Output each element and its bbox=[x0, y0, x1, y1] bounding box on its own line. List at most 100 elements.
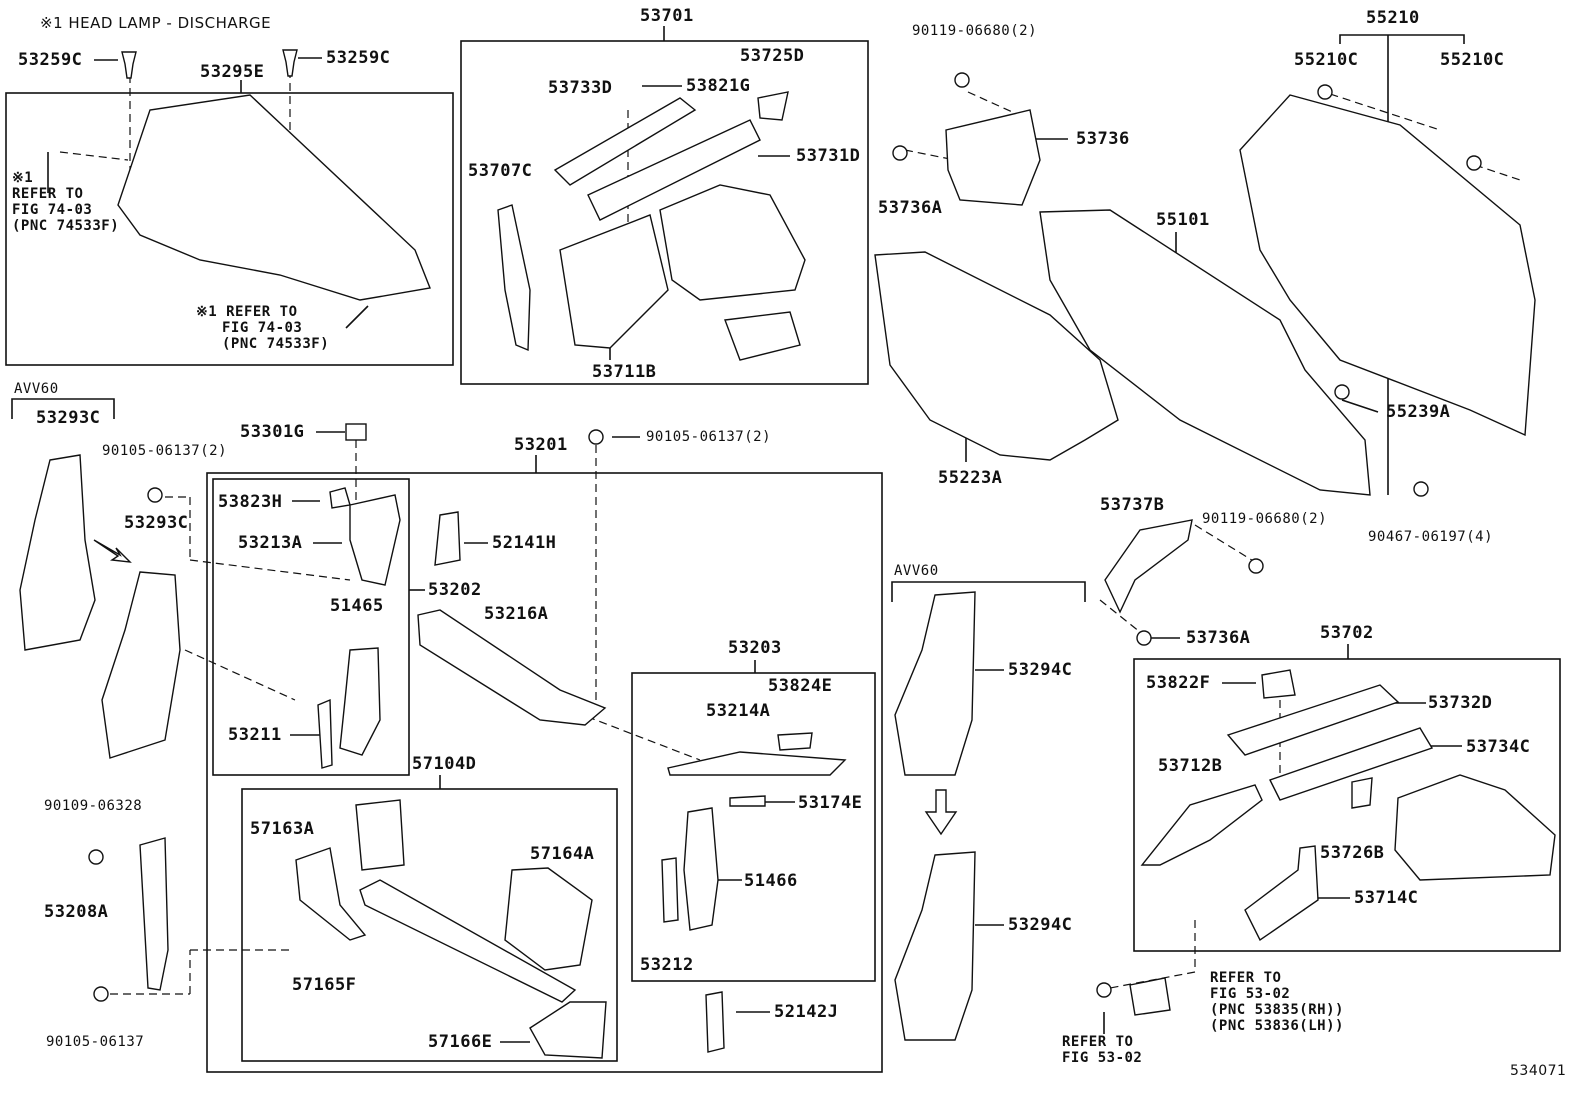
dashed-line bbox=[184, 649, 296, 701]
box-53702 bbox=[1133, 658, 1561, 952]
callout-55239A: 55239A bbox=[1386, 402, 1451, 422]
bolt-90105-b bbox=[588, 429, 604, 445]
callout-90109-06328: 90109-06328 bbox=[44, 798, 143, 814]
note-refer-1: ※1 REFER TO FIG 74-03 (PNC 74533F) bbox=[12, 170, 119, 234]
part-53726B bbox=[1351, 777, 1373, 809]
leader-line bbox=[345, 305, 369, 329]
box-53203 bbox=[631, 672, 876, 982]
callout-53712B: 53712B bbox=[1158, 756, 1223, 776]
callout-53293C: 53293C bbox=[124, 513, 189, 533]
part-53294C-a bbox=[894, 591, 976, 776]
callout-53726B: 53726B bbox=[1320, 843, 1385, 863]
clip-53736A-b bbox=[1136, 630, 1152, 646]
callout-57166E: 57166E bbox=[428, 1032, 493, 1052]
dashed-line bbox=[1317, 89, 1441, 131]
part-57104D-crossmember bbox=[359, 879, 577, 1003]
note-refer-4: REFER TO FIG 53-02 bbox=[1062, 1034, 1142, 1066]
callout-57104D: 57104D bbox=[412, 754, 477, 774]
part-53208A bbox=[139, 837, 169, 991]
dashed-line bbox=[1194, 524, 1256, 563]
part-53824E bbox=[777, 732, 813, 751]
part-52142J bbox=[705, 991, 725, 1053]
callout-90105-06137: 90105-06137(2) bbox=[102, 443, 228, 459]
part-57164A bbox=[504, 867, 593, 971]
callout-53293C: 53293C bbox=[36, 408, 101, 428]
callout-53174E: 53174E bbox=[798, 793, 863, 813]
callout-53214A: 53214A bbox=[706, 701, 771, 721]
note-line: REFER TO bbox=[1062, 1034, 1134, 1050]
callout-55210C: 55210C bbox=[1294, 50, 1359, 70]
bolt-90119-b bbox=[1248, 558, 1264, 574]
part-53734C bbox=[1269, 727, 1434, 801]
callout-53201: 53201 bbox=[514, 435, 568, 455]
part-53174E bbox=[729, 795, 766, 807]
callout-53259C: 53259C bbox=[326, 48, 391, 68]
dashed-line bbox=[904, 149, 956, 161]
bolt-90467 bbox=[1413, 481, 1429, 497]
part-53293C-a bbox=[19, 454, 96, 651]
box-53201 bbox=[206, 472, 883, 1073]
bracket-avv60-right bbox=[891, 581, 1086, 602]
callout-55210C: 55210C bbox=[1440, 50, 1505, 70]
callout-90467-06197: 90467-06197(4) bbox=[1368, 529, 1494, 545]
note-line: ※1 REFER TO bbox=[196, 304, 298, 320]
note-refer-2: ※1 REFER TO FIG 74-03 (PNC 74533F) bbox=[196, 304, 329, 352]
part-apron-lower bbox=[1394, 774, 1556, 881]
part-53736 bbox=[945, 109, 1041, 206]
callout-52142J: 52142J bbox=[774, 1002, 839, 1022]
callout-51465: 51465 bbox=[330, 596, 384, 616]
callout-53216A: 53216A bbox=[484, 604, 549, 624]
callout-53736: 53736 bbox=[1076, 129, 1130, 149]
box-57104D bbox=[241, 788, 618, 1062]
part-53259C-clip bbox=[121, 51, 137, 79]
bolt-90109 bbox=[88, 849, 104, 865]
note-line: (PNC 74533F) bbox=[12, 218, 120, 235]
callout-52141H: 52141H bbox=[492, 533, 557, 553]
arrow-53294C bbox=[924, 789, 958, 836]
part-53295E-headlamp-cover bbox=[117, 94, 431, 301]
callout-53203: 53203 bbox=[728, 638, 782, 658]
callout-55223A: 55223A bbox=[938, 468, 1003, 488]
leader-line bbox=[1341, 399, 1379, 413]
callout-53733D: 53733D bbox=[548, 78, 613, 98]
part-52141H bbox=[434, 511, 461, 566]
callout-57165F: 57165F bbox=[292, 975, 357, 995]
bolt-90105-a bbox=[147, 487, 163, 503]
dashed-line bbox=[189, 559, 351, 581]
part-53711B bbox=[559, 214, 669, 349]
callout-53725D: 53725D bbox=[740, 46, 805, 66]
callout-57163A: 57163A bbox=[250, 819, 315, 839]
clip-55210C-a bbox=[1317, 84, 1333, 100]
part-53714C bbox=[1244, 845, 1319, 942]
note-refer-3: REFER TO FIG 53-02 (PNC 53835(RH)) (PNC … bbox=[1210, 970, 1344, 1034]
part-53733D bbox=[553, 97, 697, 186]
part-53301G-grommet bbox=[345, 423, 367, 441]
callout-90119-06680: 90119-06680(2) bbox=[1202, 511, 1328, 527]
part-53822F bbox=[1261, 669, 1296, 699]
part-53213A bbox=[349, 494, 401, 586]
callout-53295E: 53295E bbox=[200, 62, 265, 82]
callout-53731D: 53731D bbox=[796, 146, 861, 166]
dashed-line bbox=[1474, 164, 1521, 181]
callout-53734C: 53734C bbox=[1466, 737, 1531, 757]
bracket-53293C bbox=[11, 398, 115, 419]
callout-53259C: 53259C bbox=[18, 50, 83, 70]
callout-53736A: 53736A bbox=[878, 198, 943, 218]
callout-53737B: 53737B bbox=[1100, 495, 1165, 515]
callout-53711B: 53711B bbox=[592, 362, 657, 382]
note-line: (PNC 74533F) bbox=[222, 336, 330, 353]
part-53294C-b bbox=[894, 851, 976, 1041]
part-small-bracket bbox=[724, 311, 801, 361]
callout-53294C: 53294C bbox=[1008, 915, 1073, 935]
part-53712B bbox=[1140, 784, 1263, 866]
callout-53202: 53202 bbox=[428, 580, 482, 600]
callout-90105-06137: 90105-06137(2) bbox=[646, 429, 772, 445]
callout-51466: 51466 bbox=[744, 871, 798, 891]
note-line: FIG 53-02 bbox=[1210, 986, 1291, 1003]
part-55223A-insulator bbox=[874, 251, 1119, 461]
callout-53301G: 53301G bbox=[240, 422, 305, 442]
note-line: FIG 74-03 bbox=[222, 320, 303, 337]
callout-55101: 55101 bbox=[1156, 210, 1210, 230]
part-53216A bbox=[417, 609, 607, 726]
